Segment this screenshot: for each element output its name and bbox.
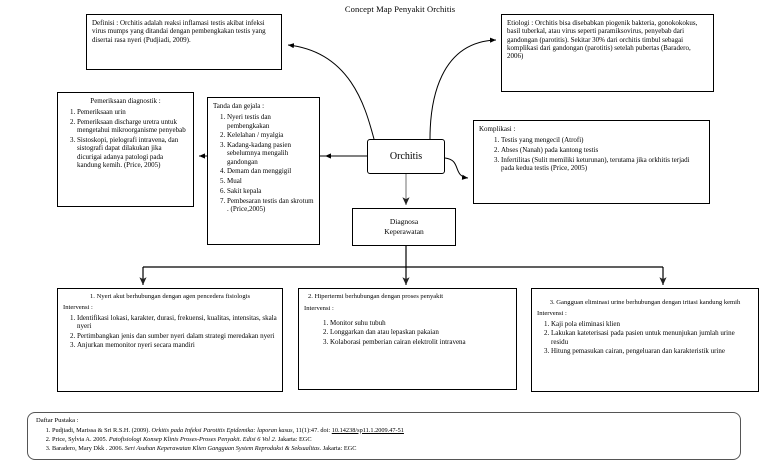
list-item: Pembesaran testis dan skrotum . (Price,2… [227, 197, 314, 214]
ref-detail: Jakarta: EGC [276, 435, 312, 443]
list-item: Testis yang mengecil (Atrofi) [501, 136, 704, 144]
dx2-heading: 2. Hipertermi berhubungan dengan proses … [308, 293, 444, 300]
ref-doi-link[interactable]: 10.14238/sp11.1.2009.47-51 [331, 426, 404, 434]
ref-title: Patofisiologi Konsep Klinis Proses-Prose… [108, 435, 277, 443]
list-item: Nyeri testis dan pembengkakan [227, 113, 314, 130]
page-title: Concept Map Penyakit Orchitis [344, 4, 456, 14]
list-item: Hitung pemasukan cairan, pengeluaran dan… [551, 347, 753, 355]
ref-author: Pudjiadi, Marissa & Sri R.S.H. (2009). [52, 426, 152, 434]
reference-item: Baradero, Mary Dkk . 2006. Seri Asuhan K… [52, 444, 732, 453]
list-item: Kadang-kadang pasien sebelumnya mengalih… [227, 141, 314, 166]
list-item: Longgarkan dan atau lepaskan pakaian [330, 328, 511, 336]
dx1-heading: 1. Nyeri akut berhubungan dengan agen pe… [89, 293, 251, 300]
node-diagnosa-2-hipertermi: 2. Hipertermi berhubungan dengan proses … [298, 288, 517, 390]
list-item: Anjurkan memonitor nyeri secara mandiri [77, 341, 277, 349]
pemeriksaan-header: Pemeriksaan diagnostik : [90, 97, 161, 105]
dx3-intervensi-label: Intervensi : [537, 309, 567, 317]
node-pemeriksaan-diagnostik: Pemeriksaan diagnostik : Pemeriksaan uri… [57, 92, 194, 207]
pemeriksaan-list: Pemeriksaan urin Pemeriksaan discharge u… [63, 108, 188, 169]
dx1-intervensi-label: Intervensi : [63, 303, 93, 311]
tanda-list: Nyeri testis dan pembengkakan Kelelahan … [213, 113, 314, 213]
list-item: Sistoskopi, pielografi intravena, dan si… [77, 136, 188, 169]
list-item: Pertimbangkan jenis dan sumber nyeri dal… [77, 332, 277, 340]
list-item: Kolaborasi pemberian cairan elektrolit i… [330, 338, 511, 346]
node-diagnosa-3-gangguan-eliminasi-urine: 3. Gangguan eliminasi urine berhubungan … [531, 288, 759, 392]
node-orchitis[interactable]: Orchitis [367, 139, 445, 174]
dx1-list: Identifikasi lokasi, karakter, durasi, f… [63, 314, 277, 350]
node-definisi: Definisi : Orchitis adalah reaksi inflam… [86, 14, 282, 70]
node-tanda-dan-gejala: Tanda dan gejala : Nyeri testis dan pemb… [207, 97, 320, 245]
definisi-text: Definisi : Orchitis adalah reaksi inflam… [92, 19, 266, 44]
ref-detail: 11(1):47. doi: [294, 426, 332, 434]
dx2-list: Monitor suhu tubuh Longgarkan dan atau l… [304, 319, 511, 347]
diagnosa-line-1: Diagnosa [389, 217, 419, 227]
reference-list: Pudjiadi, Marissa & Sri R.S.H. (2009). O… [36, 426, 732, 453]
list-item: Identifikasi lokasi, karakter, durasi, f… [77, 314, 277, 331]
list-item: Lakukan kateterisasi pada pasien untuk m… [551, 329, 753, 346]
node-diagnosa-1-nyeri-akut: 1. Nyeri akut berhubungan dengan agen pe… [57, 288, 283, 392]
daftar-pustaka-panel: Daftar Pustaka : Pudjiadi, Marissa & Sri… [27, 412, 741, 460]
dx3-heading: 3. Gangguan eliminasi urine berhubungan … [549, 299, 741, 306]
ref-detail: . Jakarta: EGC [319, 445, 357, 453]
node-etiologi: Etiologi : Orchitis bisa disebabkan piog… [501, 14, 714, 92]
ref-author: Baradero, Mary Dkk . 2006. [52, 445, 125, 453]
list-item: Mual [227, 177, 314, 185]
list-item: Abses (Nanah) pada kantong testis [501, 146, 704, 154]
komplikasi-list: Testis yang mengecil (Atrofi) Abses (Nan… [479, 136, 704, 172]
reference-item: Pudjiadi, Marissa & Sri R.S.H. (2009). O… [52, 426, 732, 435]
diagnosa-line-2: Keperawatan [384, 227, 424, 236]
list-item: Sakit kepala [227, 187, 314, 195]
reference-item: Price, Sylvia A. 2005. Patofisiologi Kon… [52, 435, 732, 444]
ref-title: Seri Asuhan Keperawatan Klien Gangguan S… [124, 445, 320, 453]
ref-author: Price, Sylvia A. 2005. [52, 435, 109, 443]
list-item: Kelelahan / myalgia [227, 131, 314, 139]
node-komplikasi: Komplikasi : Testis yang mengecil (Atrof… [473, 120, 710, 204]
list-item: Monitor suhu tubuh [330, 319, 511, 327]
list-item: Infertilitas (Sulit memiliki keturunan),… [501, 156, 704, 173]
ref-title: Orkitis pada Infeksi Parotitis Epidemika… [151, 426, 295, 434]
list-item: Demam dan menggigil [227, 167, 314, 175]
tanda-header: Tanda dan gejala : [213, 102, 265, 110]
list-item: Kaji pola eliminasi klien [551, 320, 753, 328]
dx3-list: Kaji pola eliminasi klien Lakukan katete… [537, 320, 753, 356]
dx2-intervensi-label: Intervensi : [304, 304, 334, 312]
list-item: Pemeriksaan urin [77, 108, 188, 116]
list-item: Pemeriksaan discharge uretra untuk menge… [77, 118, 188, 135]
daftar-pustaka-header: Daftar Pustaka : [36, 417, 79, 424]
node-diagnosa-keperawatan: Diagnosa Keperawatan [352, 208, 456, 246]
orchitis-label: Orchitis [389, 150, 423, 162]
etiologi-text: Etiologi : Orchitis bisa disebabkan piog… [507, 19, 698, 60]
komplikasi-header: Komplikasi : [479, 125, 516, 133]
